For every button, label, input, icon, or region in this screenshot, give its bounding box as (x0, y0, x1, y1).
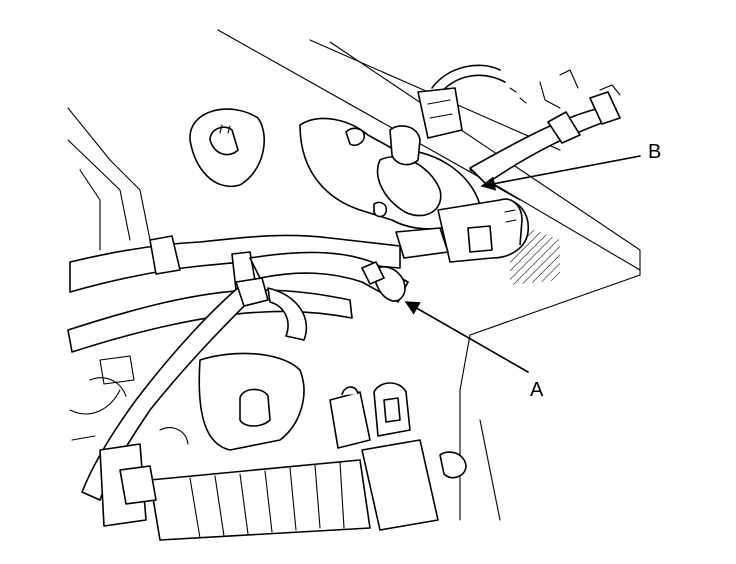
callout-a: A (404, 301, 544, 401)
lower-engine-parts (198, 352, 467, 531)
left-engine-detail (69, 355, 189, 445)
bellows-boot (99, 443, 371, 541)
callout-b: B (480, 141, 661, 191)
callout-b-arrow (480, 155, 641, 191)
callout-a-label: A (530, 379, 544, 401)
top-connector (417, 64, 527, 139)
valve-hose-a (249, 227, 449, 303)
main-hose (67, 277, 353, 501)
callout-b-label: B (648, 141, 661, 163)
upper-hose (469, 69, 621, 185)
mount-bolt-upper (189, 108, 265, 188)
valve-outlet (437, 198, 529, 263)
callout-a-arrow (404, 301, 529, 373)
